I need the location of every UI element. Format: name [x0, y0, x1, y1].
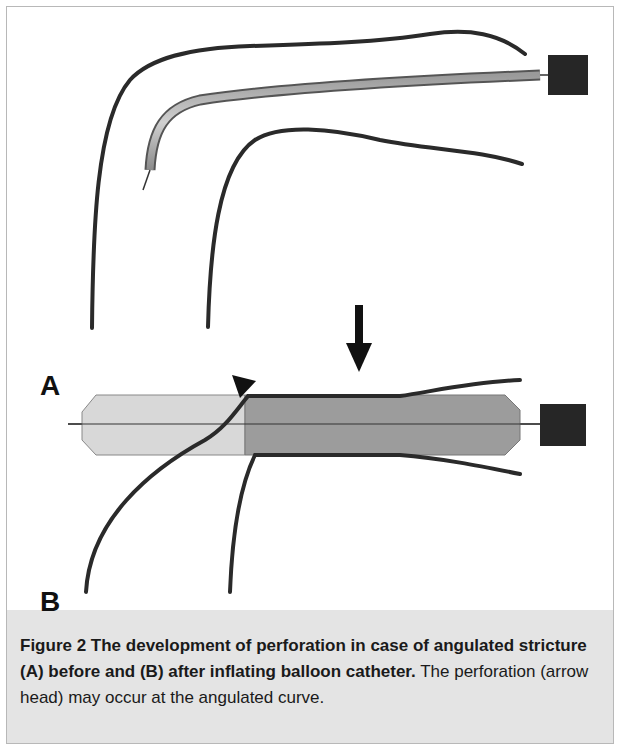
- panel-label: A: [40, 372, 60, 400]
- down-arrow: [346, 305, 372, 372]
- guide-wire-b: [68, 423, 548, 425]
- arrowhead-marker: [232, 375, 256, 398]
- catheter-a: [143, 55, 588, 190]
- lumen-walls-b: [86, 380, 520, 592]
- panel-label: B: [40, 588, 60, 616]
- figure-caption: Figure 2 The development of perforation …: [20, 633, 602, 711]
- balloon-b: [68, 395, 586, 455]
